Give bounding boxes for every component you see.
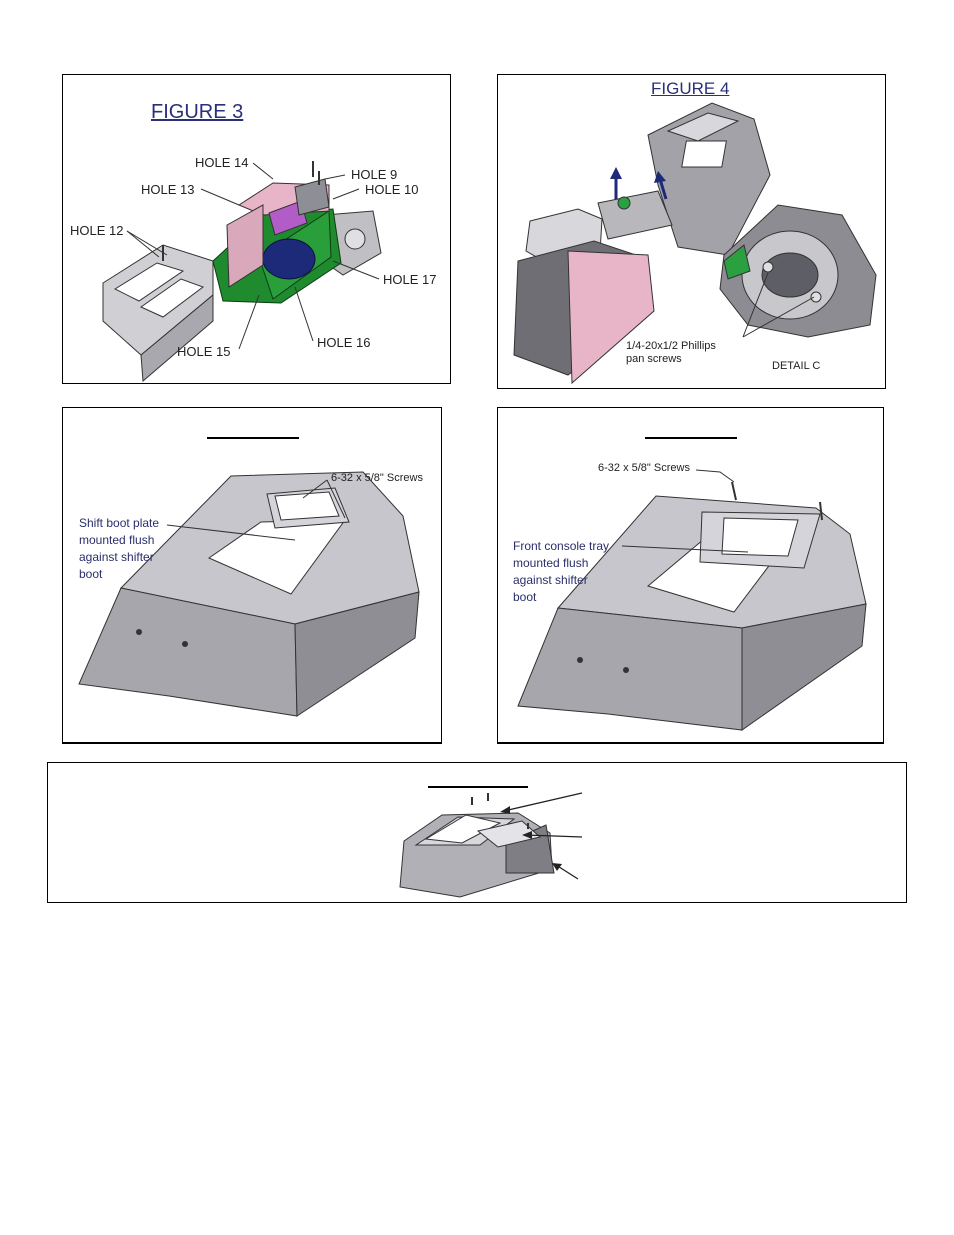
figure-3-illustration xyxy=(102,161,382,383)
figure-4-illustration xyxy=(513,102,877,385)
figure-5-panel: 6-32 x 5/8" Screws Shift boot plate moun… xyxy=(62,407,442,744)
hole-9-label: HOLE 9 xyxy=(351,167,398,182)
hole-17-label: HOLE 17 xyxy=(383,272,437,287)
hole-13-label: HOLE 13 xyxy=(141,182,195,197)
detail-c-label: DETAIL C xyxy=(772,360,821,372)
figure-5-illustration xyxy=(78,471,420,717)
figure-6-illustration xyxy=(517,469,867,731)
figure-3-title: FIGURE 3 xyxy=(151,101,244,123)
figure-4-title: FIGURE 4 xyxy=(651,79,730,98)
figure-3-panel: FIGURE 3 HOLE 14 HOLE 9 HOLE 13 HOLE 10 … xyxy=(62,74,451,384)
figure-7-illustration xyxy=(399,792,583,898)
hole-10-label: HOLE 10 xyxy=(365,182,419,197)
screw-note-label: 1/4-20x1/2 Phillips pan screws xyxy=(626,340,716,365)
hole-16-label: HOLE 16 xyxy=(317,335,371,350)
hole-15-label: HOLE 15 xyxy=(177,344,231,359)
front-tray-note: Front console tray mounted flush against… xyxy=(513,539,610,604)
figure-7-title-rule xyxy=(428,786,528,788)
screws-label-5: 6-32 x 5/8" Screws xyxy=(331,472,423,484)
figure-6-title-rule xyxy=(645,437,737,439)
figure-4-panel: FIGURE 4 1/4-20x1/2 Phillips pan screws … xyxy=(497,74,886,389)
screws-label-6: 6-32 x 5/8" Screws xyxy=(598,462,690,474)
shift-boot-note: Shift boot plate mounted flush against s… xyxy=(79,516,160,581)
figure-7-panel xyxy=(47,762,907,903)
hole-14-label: HOLE 14 xyxy=(195,155,249,170)
figure-6-panel: 6-32 x 5/8" Screws Front console tray mo… xyxy=(497,407,884,744)
figure-5-title-rule xyxy=(207,437,299,439)
hole-12-label: HOLE 12 xyxy=(70,223,124,238)
